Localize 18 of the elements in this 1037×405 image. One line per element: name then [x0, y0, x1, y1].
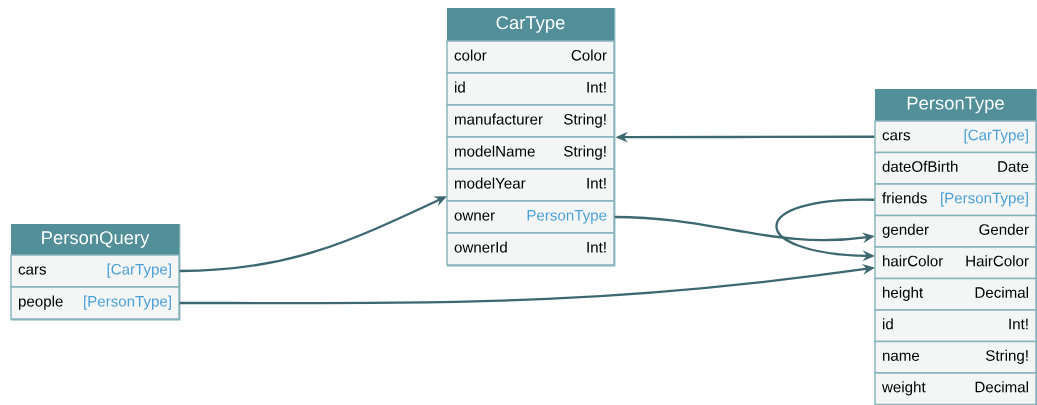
- field-row: gender Gender: [874, 214, 1037, 248]
- field-row: name String!: [874, 340, 1037, 374]
- field-row: cars [CarType]: [10, 254, 180, 288]
- field-row: owner PersonType: [446, 200, 615, 234]
- field-row: modelName String!: [446, 136, 615, 170]
- field-row: hairColor HairColor: [874, 246, 1037, 280]
- field-row: ownerId Int!: [446, 232, 615, 266]
- field-row: color Color: [446, 40, 615, 74]
- field-row: dateOfBirth Date: [874, 151, 1037, 185]
- field-row: weight Decimal: [874, 372, 1037, 405]
- field-row: height Decimal: [874, 277, 1037, 311]
- field-row: id Int!: [446, 72, 615, 106]
- field-row: modelYear Int!: [446, 168, 615, 202]
- field-row: manufacturer String!: [446, 104, 615, 138]
- field-row: cars [CarType]: [874, 120, 1037, 154]
- field-row: friends [PersonType]: [874, 183, 1037, 217]
- field-row: id Int!: [874, 309, 1037, 343]
- field-row: people [PersonType]: [10, 286, 180, 320]
